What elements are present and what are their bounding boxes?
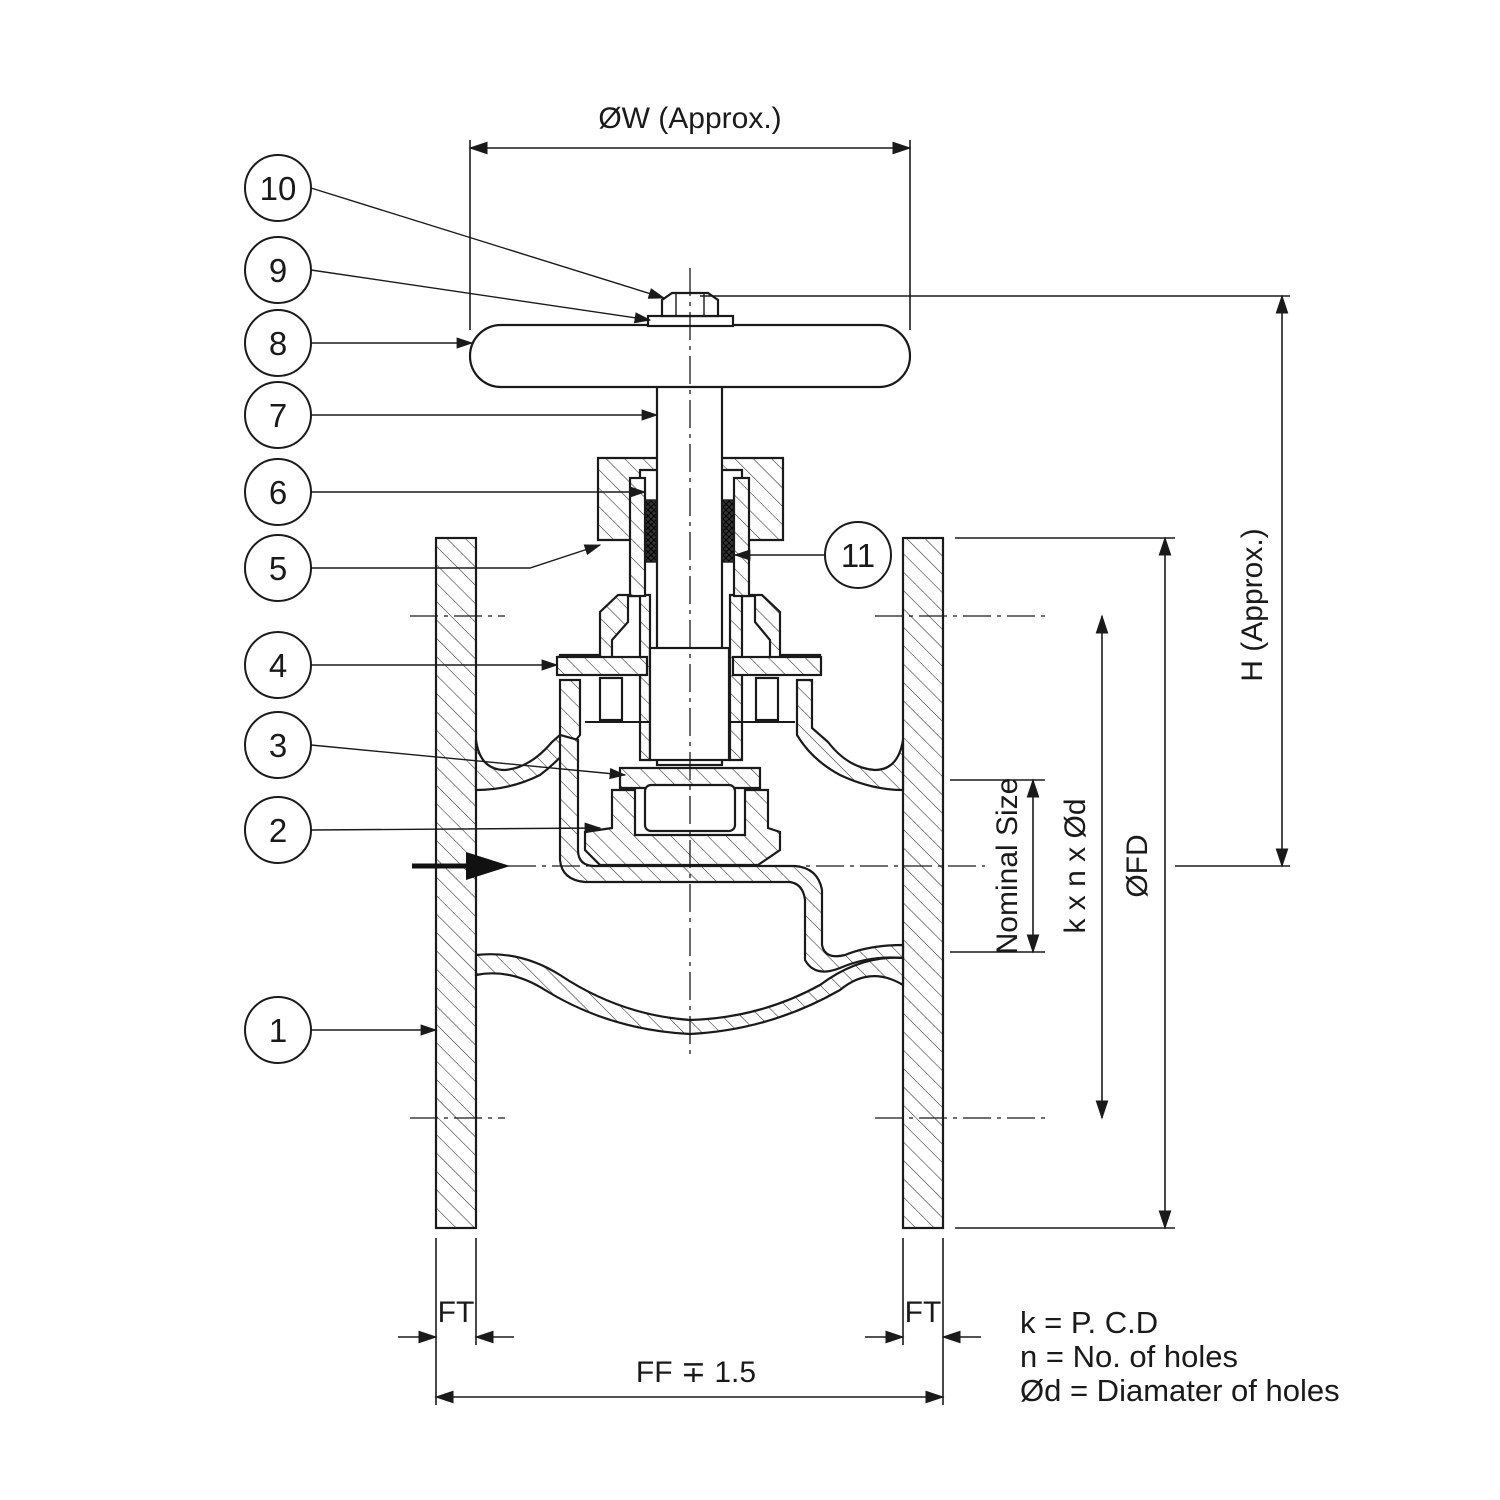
packing-right — [721, 499, 735, 563]
balloon-8: 8 — [244, 309, 312, 377]
body-upper-right-wall — [795, 678, 905, 792]
balloon-10: 10 — [244, 154, 312, 222]
centerlines — [410, 268, 1050, 1119]
dim-h-label: H (Approx.) — [1236, 528, 1269, 681]
dim-ff-label: FF ∓ 1.5 — [636, 1356, 756, 1389]
balloon-4: 4 — [244, 631, 312, 699]
bonnet-bolt-right — [754, 676, 780, 722]
part-callouts: 10 9 8 7 6 5 4 3 — [244, 154, 892, 1064]
dim-w-label: ØW (Approx.) — [598, 102, 781, 135]
balloon-5: 5 — [244, 534, 312, 602]
dimension-lines — [398, 140, 1290, 1405]
right-flange — [901, 536, 945, 1230]
packing-left — [644, 499, 658, 563]
legend: k = P. C.D n = No. of holes Ød = Diamate… — [1020, 1305, 1340, 1408]
balloon-5-label: 5 — [269, 550, 287, 587]
gland-bushing-right — [732, 476, 751, 598]
balloon-9: 9 — [244, 236, 312, 304]
balloon-7-label: 7 — [269, 397, 287, 434]
left-flange — [434, 536, 478, 1230]
body-lower-bowl — [474, 953, 905, 1036]
balloon-9-label: 9 — [269, 252, 287, 289]
balloon-6-label: 6 — [269, 474, 287, 511]
balloon-2-label: 2 — [269, 812, 287, 849]
dim-nominal-label: Nominal Size — [991, 778, 1024, 955]
flow-arrow — [412, 852, 510, 880]
dim-ft-right-label: FT — [905, 1296, 942, 1329]
balloon-11: 11 — [824, 521, 892, 589]
balloon-1: 1 — [244, 996, 312, 1064]
dim-ft-left-label: FT — [438, 1296, 475, 1329]
legend-n: n = No. of holes — [1020, 1339, 1238, 1374]
dim-fd-label: ØFD — [1121, 834, 1154, 897]
balloon-3-label: 3 — [269, 727, 287, 764]
balloon-8-label: 8 — [269, 325, 287, 362]
gland-bushing-left — [628, 476, 647, 598]
dim-kxnxd-label: k x n x Ød — [1059, 798, 1092, 933]
dimension-labels: ØW (Approx.) H (Approx.) ØFD k x n x Ød … — [438, 102, 1269, 1389]
bonnet — [556, 593, 652, 762]
balloon-11-label: 11 — [841, 537, 875, 574]
bonnet-flange-right — [731, 655, 823, 677]
legend-d: Ød = Diamater of holes — [1020, 1373, 1340, 1408]
balloon-2: 2 — [244, 796, 312, 864]
balloon-3: 3 — [244, 711, 312, 779]
body-upper-left-wall — [474, 678, 582, 792]
balloon-4-label: 4 — [269, 647, 287, 684]
balloon-7: 7 — [244, 381, 312, 449]
body-seat-partition — [558, 733, 905, 973]
disc — [583, 788, 782, 867]
balloon-6: 6 — [244, 458, 312, 526]
bonnet-flange-left — [555, 655, 649, 677]
legend-k: k = P. C.D — [1020, 1305, 1158, 1340]
balloon-1-label: 1 — [269, 1012, 287, 1049]
balloon-10-label: 10 — [260, 170, 297, 207]
bonnet-bolt-left — [598, 676, 624, 722]
bonnet-right — [728, 593, 822, 762]
